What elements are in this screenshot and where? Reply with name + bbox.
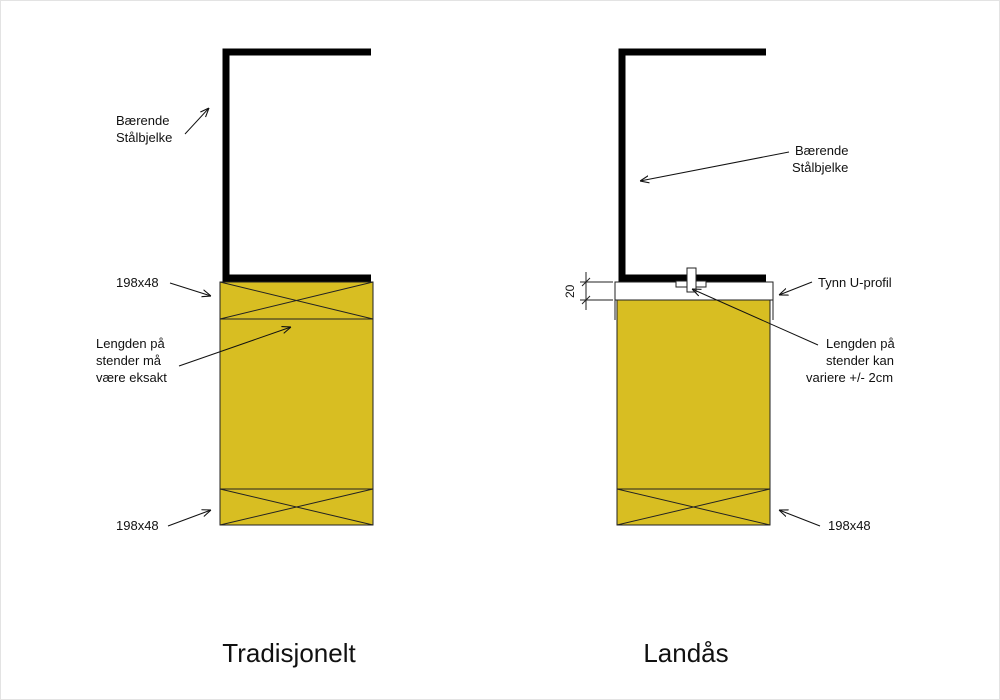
right-bottom-plate-label: 198x48 xyxy=(828,518,871,533)
left-diagram: Bærende Stålbjelke 198x48 Lengden på ste… xyxy=(96,48,374,668)
left-caption: Tradisjonelt xyxy=(222,638,356,668)
right-beam-label: Bærende Stålbjelke xyxy=(792,143,852,175)
left-beam-label: Bærende Stålbjelke xyxy=(116,113,173,145)
right-profile-label: Tynn U-profil xyxy=(818,275,892,290)
left-stud-label: Lengden på stender må være eksakt xyxy=(96,336,168,385)
gap-dimension-value: 20 xyxy=(563,284,577,298)
right-diagram: 20 Bærende Stålbjelke Tynn U-profil Leng… xyxy=(563,48,898,668)
right-caption: Landås xyxy=(643,638,728,668)
right-stud-label: Lengden på stender kan variere +/- 2cm xyxy=(806,336,898,385)
right-beam-leader xyxy=(640,151,790,181)
right-stud-leader xyxy=(692,289,819,346)
right-profile-leader xyxy=(779,281,813,295)
left-bottom-plate-leader xyxy=(167,510,211,527)
left-top-plate-leader xyxy=(169,282,211,296)
right-bottom-plate-leader xyxy=(779,510,821,527)
right-bottom-plate xyxy=(616,488,771,526)
left-bottom-plate xyxy=(219,488,374,526)
right-gap-dimension: 20 xyxy=(563,272,613,310)
right-steel-beam xyxy=(618,48,766,282)
left-beam-leader xyxy=(184,108,209,135)
left-steel-beam xyxy=(222,48,371,282)
left-bottom-plate-label: 198x48 xyxy=(116,518,159,533)
left-top-plate xyxy=(219,281,374,320)
left-top-plate-label: 198x48 xyxy=(116,275,159,290)
left-stud-leader xyxy=(178,327,291,367)
right-stud xyxy=(616,299,771,526)
